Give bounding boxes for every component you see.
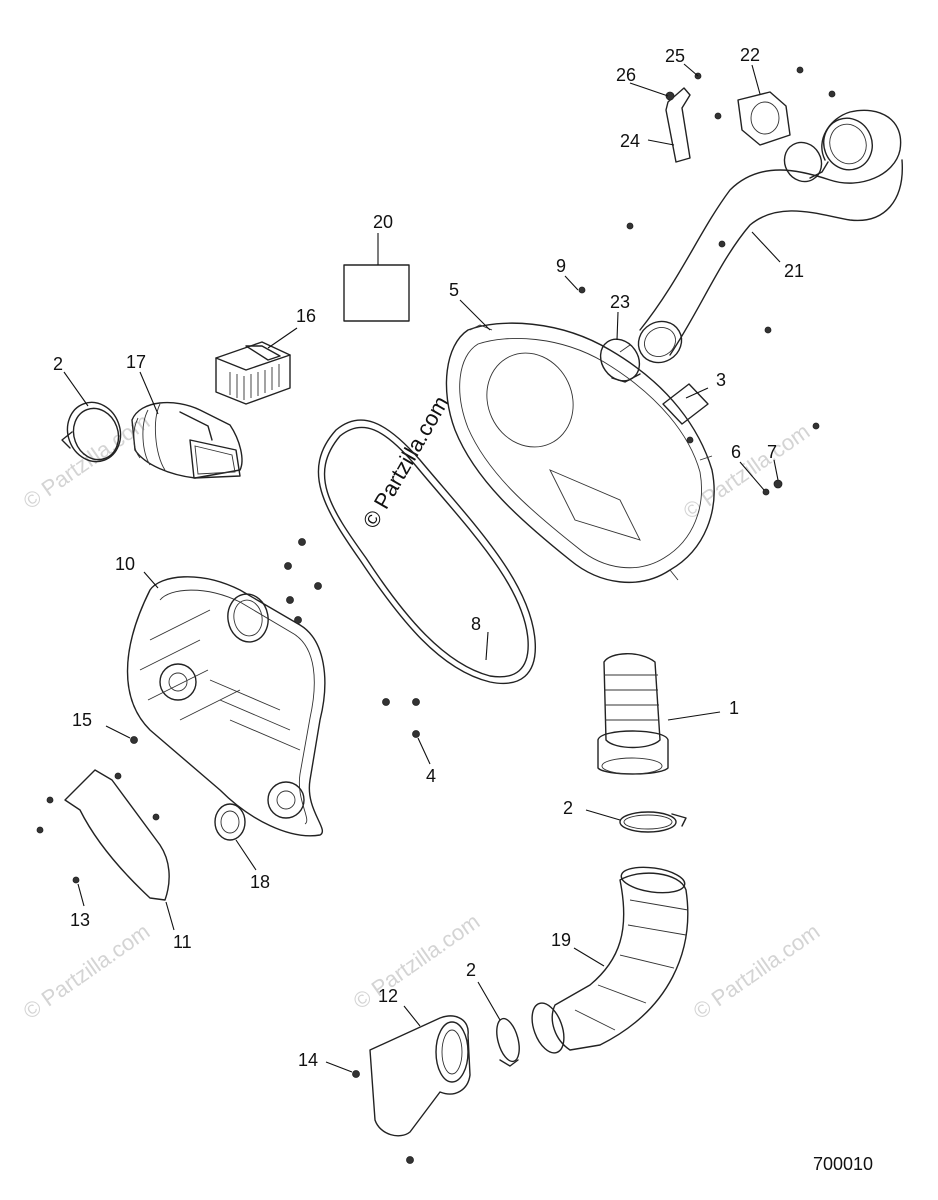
fasteners bbox=[36, 66, 836, 1164]
part-24-bracket[interactable] bbox=[665, 87, 691, 163]
callout-26[interactable]: 26 bbox=[616, 65, 636, 85]
fastener bbox=[412, 698, 420, 706]
fastener bbox=[114, 772, 122, 780]
part-2-clamp-mid[interactable] bbox=[619, 811, 687, 833]
callout-19[interactable]: 19 bbox=[551, 930, 571, 950]
part-8-drive-belt[interactable] bbox=[317, 419, 536, 684]
watermark: © Partzilla.com bbox=[689, 919, 825, 1025]
part-10-inner-cover[interactable] bbox=[126, 576, 326, 837]
fastener bbox=[382, 698, 390, 706]
callout-7[interactable]: 7 bbox=[767, 442, 777, 462]
part-20-decal[interactable] bbox=[343, 264, 410, 322]
watermark: © Partzilla.com bbox=[19, 919, 155, 1025]
leader-lines bbox=[63, 63, 781, 1073]
fastener bbox=[286, 596, 294, 604]
callout-18[interactable]: 18 bbox=[250, 872, 270, 892]
fastener bbox=[36, 826, 44, 834]
fastener bbox=[72, 876, 80, 884]
fastener bbox=[718, 240, 726, 248]
part-5-outer-cover[interactable] bbox=[445, 322, 715, 583]
watermark: © Partzilla.com bbox=[349, 909, 485, 1015]
part-3-decal[interactable] bbox=[662, 383, 709, 425]
part-1-filter[interactable] bbox=[597, 653, 669, 775]
fastener bbox=[762, 488, 770, 496]
watermark-center: © Partzilla.com bbox=[358, 392, 454, 533]
callout-23[interactable]: 23 bbox=[610, 292, 630, 312]
callout-13[interactable]: 13 bbox=[70, 910, 90, 930]
callout-4[interactable]: 4 bbox=[426, 766, 436, 786]
part-18-seal[interactable] bbox=[214, 803, 246, 841]
fastener bbox=[284, 562, 292, 570]
callout-20[interactable]: 20 bbox=[373, 212, 393, 232]
part-16-vent[interactable] bbox=[215, 341, 291, 405]
fastener bbox=[152, 813, 160, 821]
fastener bbox=[578, 286, 586, 294]
fastener bbox=[686, 436, 694, 444]
fastener bbox=[828, 90, 836, 98]
callout-24[interactable]: 24 bbox=[620, 131, 640, 151]
callout-17[interactable]: 17 bbox=[126, 352, 146, 372]
callout-21[interactable]: 21 bbox=[784, 261, 804, 281]
callout-8[interactable]: 8 bbox=[471, 614, 481, 634]
fastener bbox=[714, 112, 722, 120]
callout-11[interactable]: 11 bbox=[173, 932, 192, 952]
fastener bbox=[665, 91, 675, 101]
callout-16[interactable]: 16 bbox=[296, 306, 316, 326]
watermark: © Partzilla.com bbox=[19, 409, 155, 515]
part-11-heat-shield[interactable] bbox=[64, 769, 170, 901]
callout-9[interactable]: 9 bbox=[556, 256, 566, 276]
fastener bbox=[773, 479, 783, 489]
diagram-code: 700010 bbox=[813, 1154, 873, 1174]
callout-25[interactable]: 25 bbox=[665, 46, 685, 66]
fastener bbox=[796, 66, 804, 74]
fastener bbox=[352, 1070, 360, 1078]
callout-2[interactable]: 2 bbox=[53, 354, 63, 374]
part-2-clamp-left[interactable] bbox=[59, 395, 128, 469]
part-12-elbow[interactable] bbox=[369, 1015, 471, 1137]
callout-5[interactable]: 5 bbox=[449, 280, 459, 300]
part-17-intake-duct[interactable] bbox=[131, 401, 243, 479]
callout-22[interactable]: 22 bbox=[740, 45, 760, 65]
watermark-layer: © Partzilla.com © Partzilla.com © Partzi… bbox=[19, 392, 825, 1024]
fastener bbox=[626, 222, 634, 230]
callout-3[interactable]: 3 bbox=[716, 370, 726, 390]
part-19-intake-duct[interactable] bbox=[526, 864, 689, 1058]
fastener bbox=[130, 736, 138, 744]
part-23-clamp[interactable] bbox=[593, 332, 648, 389]
watermark: © Partzilla.com bbox=[679, 419, 815, 525]
callout-6[interactable]: 6 bbox=[731, 442, 741, 462]
callout-14[interactable]: 14 bbox=[298, 1050, 318, 1070]
part-22-adapter[interactable] bbox=[737, 91, 829, 188]
fastener bbox=[764, 326, 772, 334]
fastener bbox=[298, 538, 306, 546]
fastener bbox=[314, 582, 322, 590]
callout-2[interactable]: 2 bbox=[466, 960, 476, 980]
callout-1[interactable]: 1 bbox=[729, 698, 739, 718]
callout-15[interactable]: 15 bbox=[72, 710, 92, 730]
callout-2[interactable]: 2 bbox=[563, 798, 573, 818]
fastener bbox=[294, 616, 302, 624]
callout-10[interactable]: 10 bbox=[115, 554, 135, 574]
fastener bbox=[812, 422, 820, 430]
fastener bbox=[412, 730, 420, 738]
fastener bbox=[46, 796, 54, 804]
part-2-clamp-lower[interactable] bbox=[493, 1016, 524, 1067]
callout-labels: 1 2 2 2 3 4 5 6 7 8 9 10 11 12 13 14 15 … bbox=[53, 45, 804, 1070]
callout-12[interactable]: 12 bbox=[378, 986, 398, 1006]
fastener bbox=[406, 1156, 414, 1164]
part-21-intake-tube[interactable] bbox=[631, 109, 903, 370]
